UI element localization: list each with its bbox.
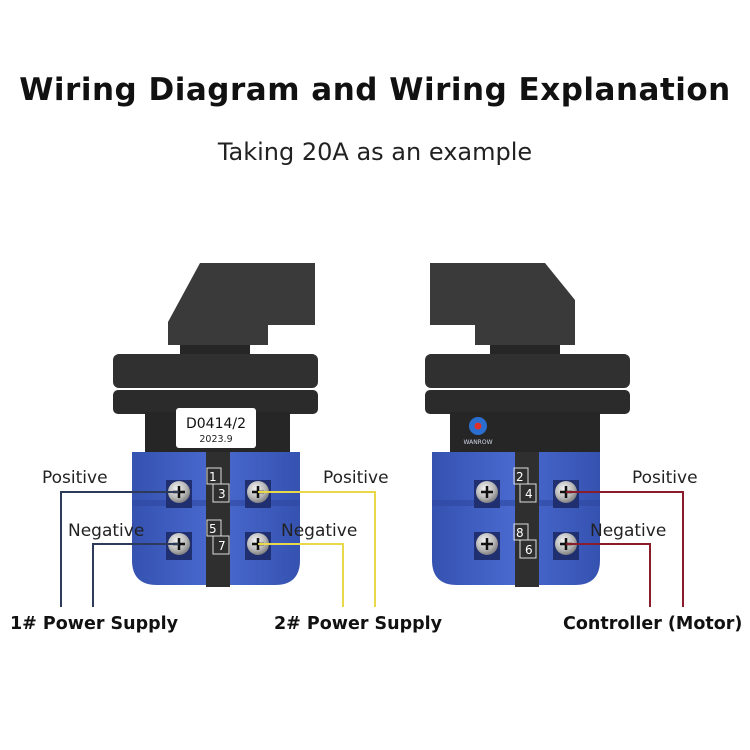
page-subtitle: Taking 20A as an example	[217, 138, 533, 166]
screw-icon	[166, 532, 192, 560]
label-controller-positive: Positive	[632, 468, 698, 488]
model-number: D0414/2	[186, 416, 246, 432]
model-date: 2023.9	[199, 434, 232, 445]
model-plate	[176, 408, 256, 448]
terminal-4: 4	[525, 487, 533, 501]
terminal-8: 8	[516, 526, 524, 540]
screw-icon	[245, 532, 271, 560]
screw-icon	[553, 532, 579, 560]
left-switch-handle	[168, 263, 315, 345]
screw-icon	[245, 480, 271, 508]
wire-supply1-negative	[92, 543, 179, 607]
screw-icon	[553, 480, 579, 508]
right-switch-handle	[430, 263, 575, 345]
wire-supply2-negative	[258, 543, 344, 607]
screw-icon	[166, 480, 192, 508]
wire-controller-positive	[566, 491, 684, 607]
label-supply2: 2# Power Supply	[274, 614, 443, 634]
wire-supply2-positive	[258, 491, 376, 607]
wire-supply1-positive	[60, 491, 179, 607]
terminal-1: 1	[209, 470, 217, 484]
label-controller: Controller (Motor)	[563, 614, 742, 634]
screw-icon	[474, 532, 500, 560]
wire-controller-negative	[566, 543, 651, 607]
label-supply1: 1# Power Supply	[10, 614, 179, 634]
label-controller-negative: Negative	[590, 521, 666, 541]
brand-logo: WANROW	[463, 417, 493, 446]
screw-icon	[474, 480, 500, 508]
brand-name: WANROW	[463, 439, 492, 446]
left-switch: D0414/2 2023.9 1 3 5 7	[113, 263, 318, 587]
terminal-6: 6	[525, 543, 533, 557]
terminal-3: 3	[218, 487, 226, 501]
page-title: Wiring Diagram and Wiring Explanation	[19, 72, 731, 108]
label-right-negative: Negative	[281, 521, 357, 541]
label-right-positive: Positive	[323, 468, 389, 488]
right-switch: WANROW 2 4 8 6	[425, 263, 630, 587]
terminal-5: 5	[209, 522, 217, 536]
label-left-positive: Positive	[42, 468, 108, 488]
terminal-2: 2	[516, 470, 524, 484]
right-switch-bezel	[425, 354, 630, 388]
label-left-negative: Negative	[68, 521, 144, 541]
left-switch-bezel	[113, 354, 318, 388]
terminal-7: 7	[218, 539, 226, 553]
